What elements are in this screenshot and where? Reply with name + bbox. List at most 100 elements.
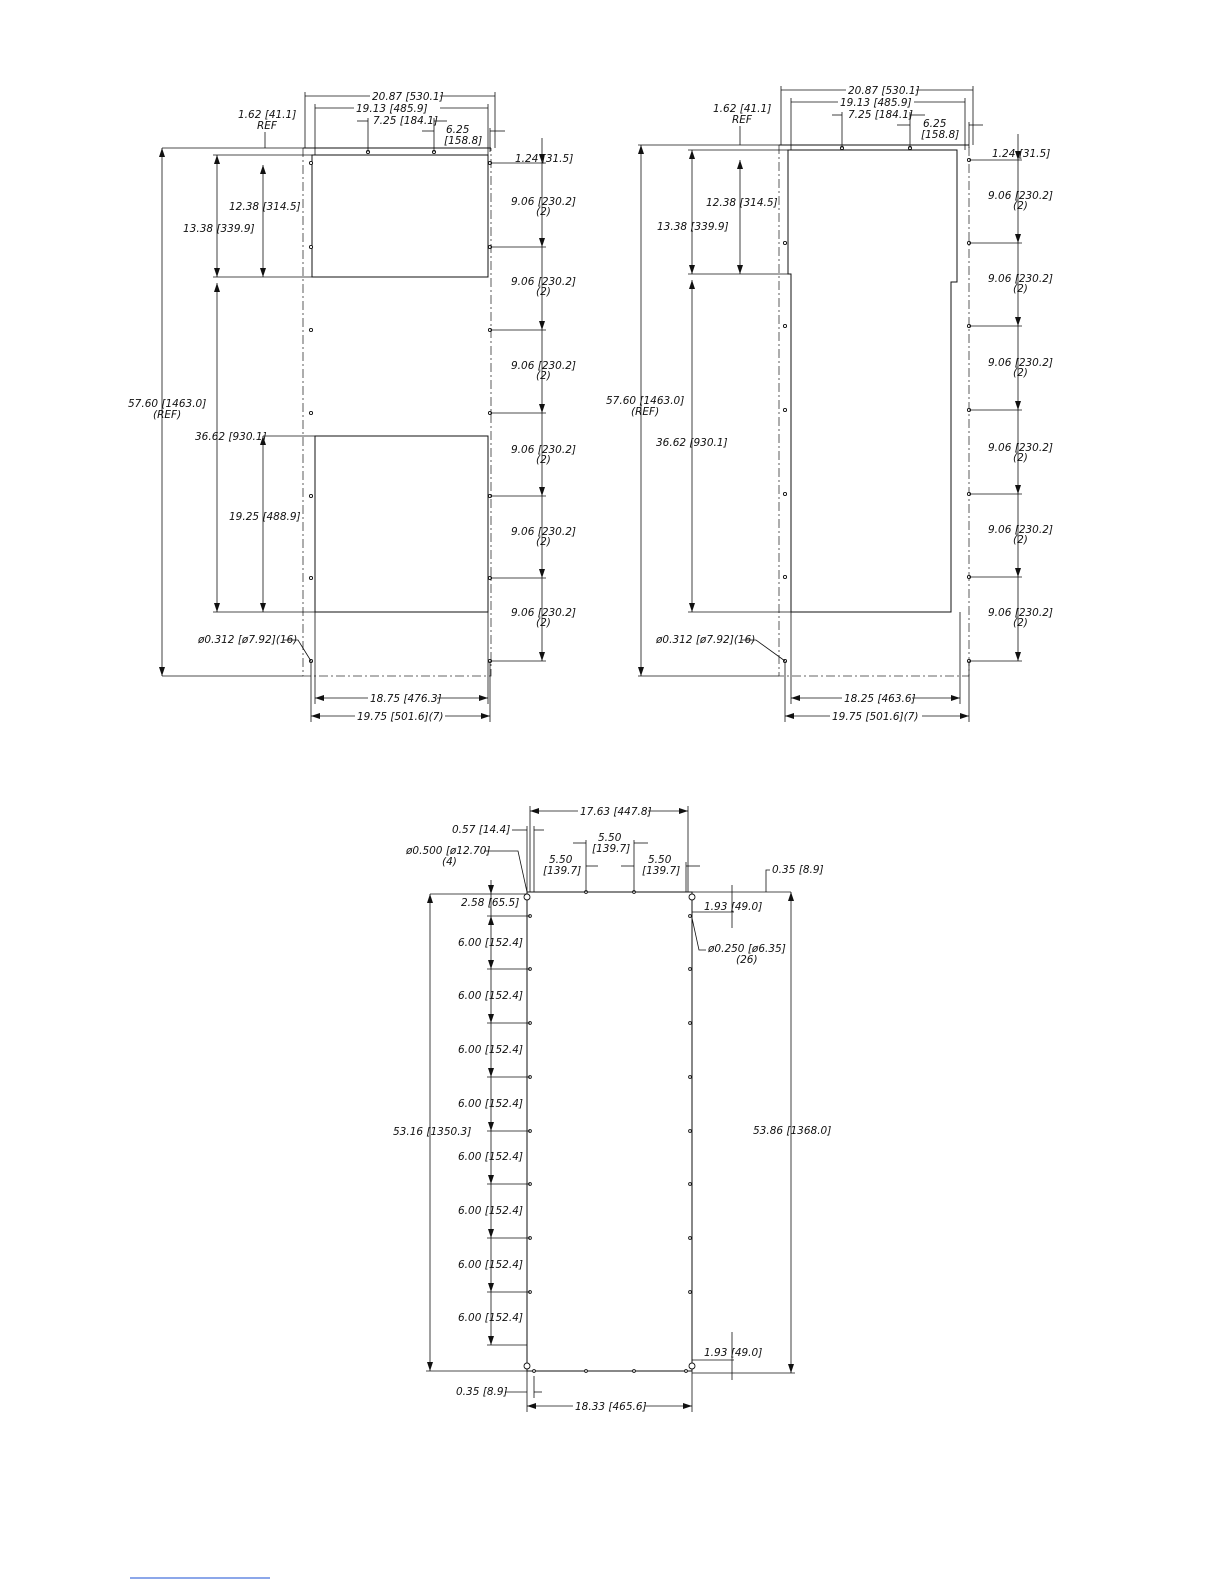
- left-pitch-2: 9.06 [230.2]: [511, 276, 576, 288]
- bottom-pitch-8: 6.00 [152.4]: [458, 1312, 523, 1324]
- bottom-small-hole-spec: ø0.250 [ø6.35]: [707, 943, 786, 955]
- left-overall-height-tag: (REF): [153, 409, 181, 421]
- right-lower-offset: 36.62 [930.1]: [656, 437, 728, 449]
- bottom-left-height: 53.16 [1350.3]: [393, 1126, 471, 1138]
- bottom-pitch-4: 6.00 [152.4]: [458, 1098, 523, 1110]
- left-lower-cutout: [314, 435, 489, 613]
- left-hole-offset-b-mm: [158.8]: [444, 135, 482, 147]
- bottom-pitch-dims: [487, 880, 530, 1346]
- right-bottom-inner: 18.25 [463.6]: [844, 693, 916, 705]
- bottom-right-bottom: 1.93 [49.0]: [704, 1347, 762, 1359]
- left-pitch-2-count: (2): [536, 286, 551, 298]
- left-lower-offset: 36.62 [930.1]: [195, 431, 267, 443]
- left-overall-width: 20.87 [530.1]: [372, 91, 444, 103]
- bottom-mid-spacing-in: 5.50: [598, 832, 622, 844]
- left-pitch-5-count: (2): [536, 536, 551, 548]
- right-upper-cutout-offset: 13.38 [339.9]: [657, 221, 729, 233]
- bottom-right-height: 53.86 [1368.0]: [753, 1125, 831, 1137]
- right-mounting-holes: [782, 145, 972, 664]
- bottom-corner-hole-count: (4): [442, 856, 457, 868]
- left-pitch-4-count: (2): [536, 454, 551, 466]
- left-ref-tag: REF: [257, 120, 278, 132]
- right-bottom-outer: 19.75 [501.6](7): [832, 711, 919, 723]
- bottom-corner-offset: 0.57 [14.4]: [452, 824, 510, 836]
- right-pitch-3: 9.06 [230.2]: [988, 357, 1053, 369]
- right-ref-tag: REF: [732, 114, 753, 126]
- bottom-top-right-offset: 0.35 [8.9]: [772, 864, 824, 876]
- bottom-mid-spacing-mm: [139.7]: [592, 843, 630, 855]
- right-overall-height-tag: (REF): [631, 406, 659, 418]
- left-pitch-dims: [490, 138, 546, 662]
- right-overall-height: 57.60 [1463.0]: [606, 395, 684, 407]
- bottom-pitch-2: 6.00 [152.4]: [458, 990, 523, 1002]
- bottom-right-top: 1.93 [49.0]: [704, 901, 762, 913]
- bottom-corner-hole-spec: ø0.500 [ø12.70]: [405, 845, 491, 857]
- left-upper-cutout-offset: 13.38 [339.9]: [183, 223, 255, 235]
- bottom-right-spacing-in: 5.50: [648, 854, 672, 866]
- right-pitch-3-count: (2): [1013, 367, 1028, 379]
- left-lower-cutout-height: 19.25 [488.9]: [229, 511, 301, 523]
- right-pitch-1-count: (2): [1013, 200, 1028, 212]
- left-inner-width: 19.13 [485.9]: [356, 103, 428, 115]
- right-pitch-dims: [969, 134, 1022, 662]
- bottom-top-first: 2.58 [65.5]: [461, 897, 519, 909]
- left-mounting-holes: [308, 149, 493, 664]
- right-outline: [778, 145, 970, 677]
- bottom-pitch-6: 6.00 [152.4]: [458, 1205, 523, 1217]
- left-pitch-3: 9.06 [230.2]: [511, 360, 576, 372]
- bottom-bottom-width: 18.33 [465.6]: [575, 1401, 647, 1413]
- right-hole-offset-b-in: 6.25: [923, 118, 947, 130]
- bottom-top-width: 17.63 [447.8]: [580, 806, 652, 818]
- bottom-small-hole-count: (26): [736, 954, 758, 966]
- left-pitch-1: 9.06 [230.2]: [511, 196, 576, 208]
- right-pitch-2-count: (2): [1013, 283, 1028, 295]
- left-panel-view: 20.87 [530.1] 19.13 [485.9] 1.62 [41.1] …: [128, 91, 576, 723]
- bottom-pitch-5: 6.00 [152.4]: [458, 1151, 523, 1163]
- bottom-left-spacing-in: 5.50: [549, 854, 573, 866]
- right-panel-view: 20.87 [530.1] 19.13 [485.9] 1.62 [41.1] …: [606, 85, 1053, 723]
- bottom-panel-outline: [526, 891, 693, 1372]
- left-upper-cutout-height: 12.38 [314.5]: [229, 201, 301, 213]
- left-ref-offset: 1.62 [41.1]: [238, 109, 296, 121]
- right-hole-offset-b-mm: [158.8]: [921, 129, 959, 141]
- right-hole-offset-a: 7.25 [184.1]: [848, 109, 913, 121]
- left-pitch-6-count: (2): [536, 617, 551, 629]
- bottom-corner-holes: [523, 893, 696, 1370]
- left-pitch-6: 9.06 [230.2]: [511, 607, 576, 619]
- right-inner-width: 19.13 [485.9]: [840, 97, 912, 109]
- left-top-edge-dim: 1.24 [31.5]: [515, 153, 573, 165]
- left-pitch-3-count: (2): [536, 370, 551, 382]
- left-pitch-1-count: (2): [536, 206, 551, 218]
- right-pitch-6-count: (2): [1013, 617, 1028, 629]
- left-pitch-4: 9.06 [230.2]: [511, 444, 576, 456]
- left-pitch-5: 9.06 [230.2]: [511, 526, 576, 538]
- left-upper-cutout: [311, 154, 489, 278]
- right-pitch-2: 9.06 [230.2]: [988, 273, 1053, 285]
- bottom-small-holes: [528, 890, 692, 1373]
- bottom-panel-view: 17.63 [447.8] 0.57 [14.4] 5.50 [139.7] ø…: [393, 806, 831, 1413]
- right-pitch-1: 9.06 [230.2]: [988, 190, 1053, 202]
- left-bottom-outer: 19.75 [501.6](7): [357, 711, 444, 723]
- right-top-edge-dim: 1.24 [31.5]: [992, 148, 1050, 160]
- right-cutout: [787, 149, 958, 613]
- bottom-left-offset: 0.35 [8.9]: [456, 1386, 508, 1398]
- left-hole-spec: ø0.312 [ø7.92](16): [197, 634, 297, 646]
- bottom-pitch-1: 6.00 [152.4]: [458, 937, 523, 949]
- right-pitch-5-count: (2): [1013, 534, 1028, 546]
- bottom-right-spacing-mm: [139.7]: [642, 865, 680, 877]
- left-hole-offset-b-in: 6.25: [446, 124, 470, 136]
- left-bottom-inner: 18.75 [476.3]: [370, 693, 442, 705]
- right-ref-offset: 1.62 [41.1]: [713, 103, 771, 115]
- right-hole-spec: ø0.312 [ø7.92](16): [655, 634, 755, 646]
- bottom-pitch-3: 6.00 [152.4]: [458, 1044, 523, 1056]
- left-overall-height: 57.60 [1463.0]: [128, 398, 206, 410]
- right-overall-width: 20.87 [530.1]: [848, 85, 920, 97]
- left-outline: [302, 148, 492, 677]
- right-upper-cutout-height: 12.38 [314.5]: [706, 197, 778, 209]
- right-pitch-4: 9.06 [230.2]: [988, 442, 1053, 454]
- right-pitch-5: 9.06 [230.2]: [988, 524, 1053, 536]
- right-pitch-4-count: (2): [1013, 452, 1028, 464]
- bottom-left-spacing-mm: [139.7]: [543, 865, 581, 877]
- right-pitch-6: 9.06 [230.2]: [988, 607, 1053, 619]
